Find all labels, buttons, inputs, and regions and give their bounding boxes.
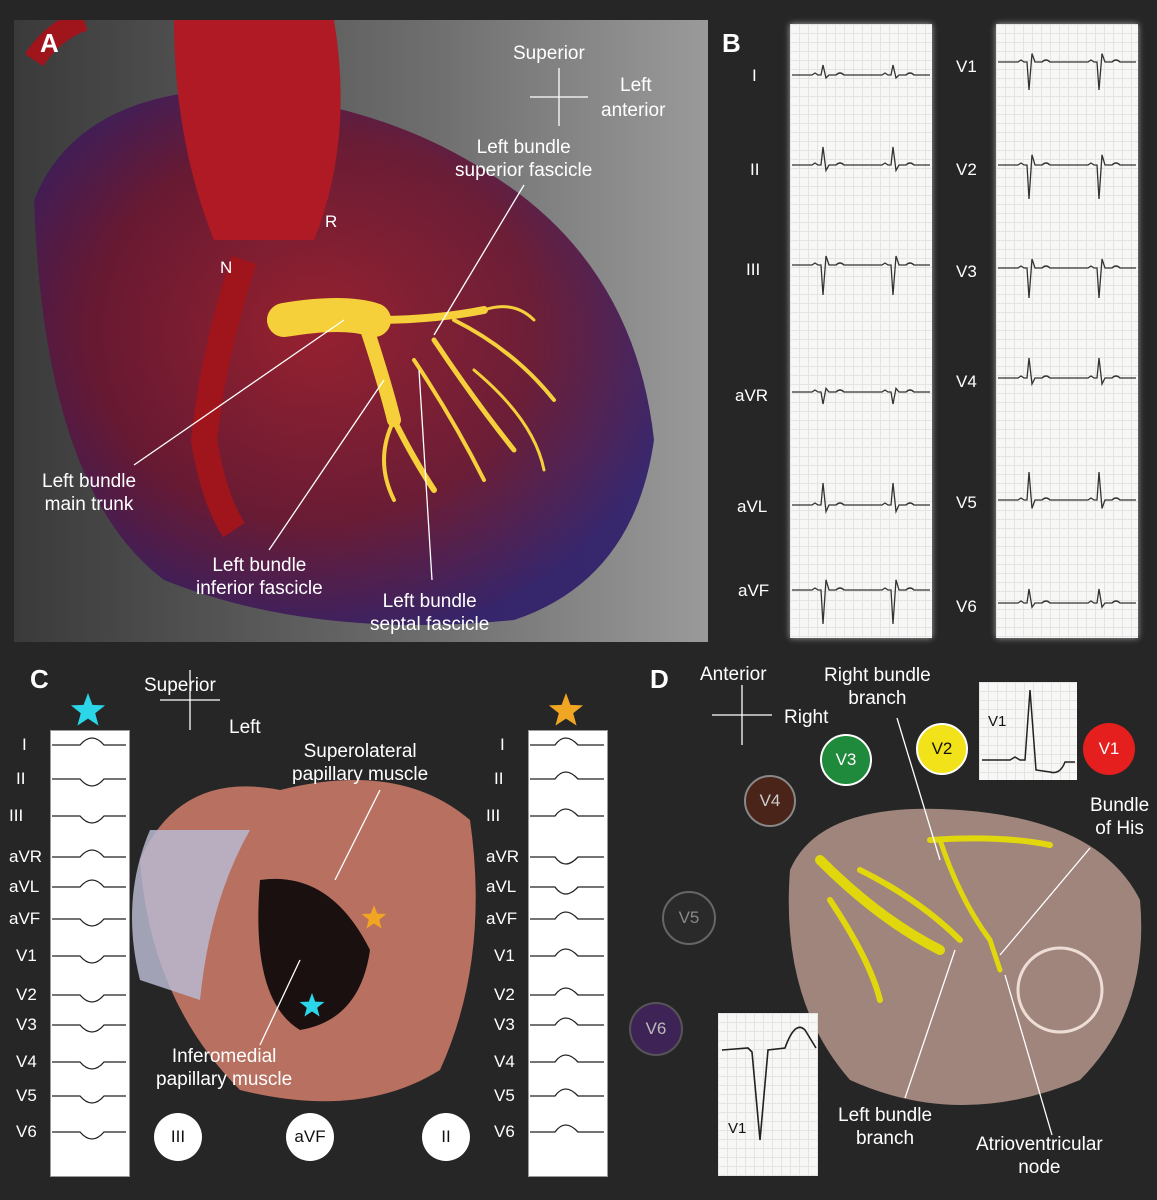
star-heart-cyan-icon: [299, 993, 325, 1017]
panel-b-letter: B: [722, 28, 741, 58]
limb-lead-strip: [790, 24, 932, 638]
c-left-lead-label: V3: [16, 1015, 37, 1034]
c-right-lead-label: I: [500, 735, 505, 754]
limb-lead-label: aVL: [737, 497, 768, 516]
chest-lead-label: V4: [956, 372, 977, 391]
limb-lead-label: aVR: [735, 386, 769, 405]
chest-lead-label: V1: [956, 57, 977, 76]
c-right-lead-label: III: [486, 806, 501, 825]
panel-c-letter: C: [30, 664, 49, 694]
label-inferomedial: Inferomedial papillary muscle: [156, 1046, 293, 1090]
c-orientation-superior: Superior: [144, 675, 216, 696]
c-right-lead-label: V3: [494, 1015, 515, 1034]
c-right-lead-label: V5: [494, 1086, 515, 1105]
electrode-v2: V2: [916, 723, 968, 775]
c-left-lead-label: aVF: [9, 909, 41, 928]
electrode-v1: V1: [1083, 723, 1135, 775]
star-left-icon: [70, 693, 106, 726]
c-orientation-left: Left: [229, 717, 261, 738]
c-right-lead-label: V2: [494, 985, 515, 1004]
c-left-lead-label: aVR: [9, 847, 43, 866]
label-av-node: Atrioventricular node: [976, 1134, 1103, 1178]
limb-lead-label: I: [752, 66, 757, 85]
orientation-left: Left: [620, 75, 652, 96]
chest-lead-label: V2: [956, 160, 977, 179]
d-orientation-anterior: Anterior: [700, 664, 767, 685]
c-right-lead-label: V1: [494, 946, 515, 965]
electrode-v4: V4: [744, 775, 796, 827]
c-left-lead-label: V5: [16, 1086, 37, 1105]
star-right-icon: [548, 693, 584, 726]
chest-lead-label: V5: [956, 493, 977, 512]
c-left-lead-label: I: [22, 735, 27, 754]
panel-a-letter: A: [40, 28, 59, 58]
limb-lead-label: II: [750, 160, 760, 179]
star-heart-orange-icon: [361, 905, 387, 929]
label-inferior-fascicle: Left bundle inferior fascicle: [196, 555, 323, 599]
panel-d-letter: D: [650, 664, 669, 694]
label-septal-fascicle: Left bundle septal fascicle: [370, 591, 490, 635]
circle-lead-iii: III: [154, 1113, 202, 1161]
c-left-lead-label: II: [16, 769, 26, 788]
c-left-lead-label: V2: [16, 985, 37, 1004]
c-left-lead-label: V4: [16, 1052, 37, 1071]
c-left-lead-label: III: [9, 806, 24, 825]
panel-a: [14, 20, 708, 642]
limb-lead-label: III: [746, 260, 761, 279]
label-left-bundle-branch: Left bundle branch: [838, 1105, 933, 1149]
label-n: N: [220, 258, 233, 277]
label-right-bundle: Right bundle branch: [824, 665, 931, 709]
circle-lead-avf: aVF: [286, 1113, 334, 1161]
c-right-lead-label: aVR: [486, 847, 520, 866]
chest-lead-label: V6: [956, 597, 977, 616]
c-right-lead-label: II: [494, 769, 504, 788]
chest-lead-strip: [996, 24, 1138, 638]
c-left-lead-label: V6: [16, 1122, 37, 1141]
left-ecg-strip: [50, 730, 130, 1177]
label-superolateral: Superolateral papillary muscle: [292, 741, 429, 785]
c-right-lead-label: V4: [494, 1052, 515, 1071]
c-left-lead-label: aVL: [9, 877, 40, 896]
c-right-lead-label: aVF: [486, 909, 518, 928]
label-superior-fascicle: Left bundle superior fascicle: [455, 137, 593, 181]
d-orientation-right: Right: [784, 707, 829, 728]
c-right-lead-label: aVL: [486, 877, 517, 896]
electrode-v6: V6: [629, 1002, 683, 1056]
c-right-lead-label: V6: [494, 1122, 515, 1141]
inset-ecg-top: [979, 682, 1077, 780]
inset-ecg-bottom: [718, 1013, 818, 1176]
label-bundle-of-his: Bundle of His: [1090, 795, 1150, 839]
orientation-anterior: anterior: [601, 100, 666, 121]
electrode-v5: V5: [662, 891, 716, 945]
inset-bottom-label: V1: [728, 1120, 747, 1137]
chest-lead-label: V3: [956, 262, 977, 281]
label-main-trunk: Left bundle main trunk: [42, 471, 137, 515]
label-r: R: [325, 212, 338, 231]
inset-top-label: V1: [988, 713, 1007, 730]
c-left-lead-label: V1: [16, 946, 37, 965]
electrode-v3: V3: [820, 734, 872, 786]
orientation-superior: Superior: [513, 43, 585, 64]
limb-lead-label: aVF: [738, 581, 770, 600]
circle-lead-ii: II: [422, 1113, 470, 1161]
right-ecg-strip: [528, 730, 608, 1177]
heart-illustration: [24, 20, 654, 625]
